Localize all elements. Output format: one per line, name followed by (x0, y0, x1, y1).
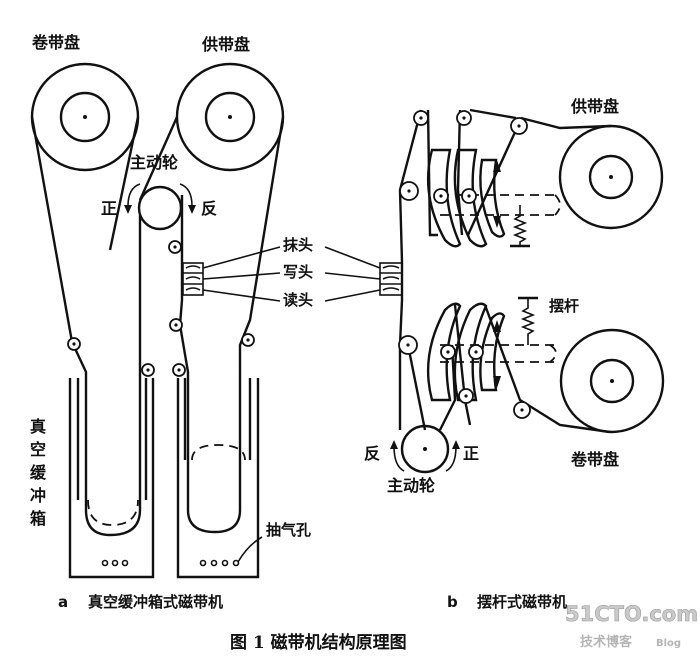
figure-caption: 图 1 磁带机结构原理图 (230, 632, 407, 653)
caption-b-letter: b (447, 593, 458, 611)
capstan-label-a: 主动轮 (130, 153, 178, 172)
forward-label-a: 正 (101, 199, 117, 218)
capstan-b (390, 424, 460, 474)
erase-head-label: 抹头 (283, 236, 313, 254)
watermark-tagline: 技术博客 (580, 634, 633, 650)
vacuum-box-char-2: 空 (30, 440, 46, 459)
heads-b (379, 262, 403, 296)
spring-lower (518, 296, 538, 345)
diagram-b: 供带盘 卷带盘 摆杆 主动轮 反 正 b 摆杆式磁带机 (364, 97, 665, 611)
air-hole-label: 抽气孔 (266, 521, 311, 539)
vacuum-box-char-3: 缓 (29, 463, 47, 482)
spring-upper (510, 205, 530, 248)
guide-rollers-b (398, 110, 531, 419)
swing-arm-label: 摆杆 (549, 297, 579, 315)
supply-reel-label-b: 供带盘 (570, 97, 619, 116)
supply-reel-b (558, 124, 664, 230)
diagram-a: 卷带盘 供带盘 主动轮 正 反 真 空 缓 冲 箱 抽气孔 a 真空缓冲箱式磁带… (29, 33, 311, 611)
tape-path-a (30, 116, 285, 537)
reverse-label-a: 反 (201, 199, 217, 218)
swing-arm-upper (426, 148, 561, 248)
watermark-site: 51CTO.com (565, 602, 698, 626)
heads-a (182, 262, 204, 296)
read-head-label: 读头 (283, 291, 313, 309)
supply-reel-label-a: 供带盘 (201, 35, 250, 54)
write-head-label: 写头 (283, 263, 313, 281)
takeup-reel-b (559, 328, 665, 434)
guide-rollers-a (67, 240, 255, 377)
caption-a: 真空缓冲箱式磁带机 (88, 593, 223, 611)
takeup-reel-label-a: 卷带盘 (31, 33, 80, 52)
tape-path-b (398, 108, 612, 434)
vacuum-box-char-1: 真 (30, 417, 46, 436)
watermark-blog: Blog (656, 638, 681, 649)
vacuum-box-char-4: 冲 (30, 486, 46, 505)
supply-reel-a (175, 62, 285, 172)
capstan-label-b: 主动轮 (387, 476, 435, 495)
takeup-reel-label-b: 卷带盘 (570, 450, 619, 469)
head-labels: 抹头 写头 读头 (202, 236, 381, 309)
watermark: 51CTO.com 技术博客 Blog (565, 602, 699, 650)
reverse-label-b: 反 (364, 444, 380, 463)
capstan-a (124, 183, 196, 231)
vacuum-box-right (176, 378, 263, 579)
forward-label-b: 正 (463, 444, 479, 463)
caption-b: 摆杆式磁带机 (477, 593, 567, 611)
vacuum-box-left (68, 378, 155, 579)
caption-a-letter: a (58, 593, 68, 611)
takeup-reel-a (30, 62, 140, 172)
vacuum-box-char-5: 箱 (30, 509, 46, 528)
